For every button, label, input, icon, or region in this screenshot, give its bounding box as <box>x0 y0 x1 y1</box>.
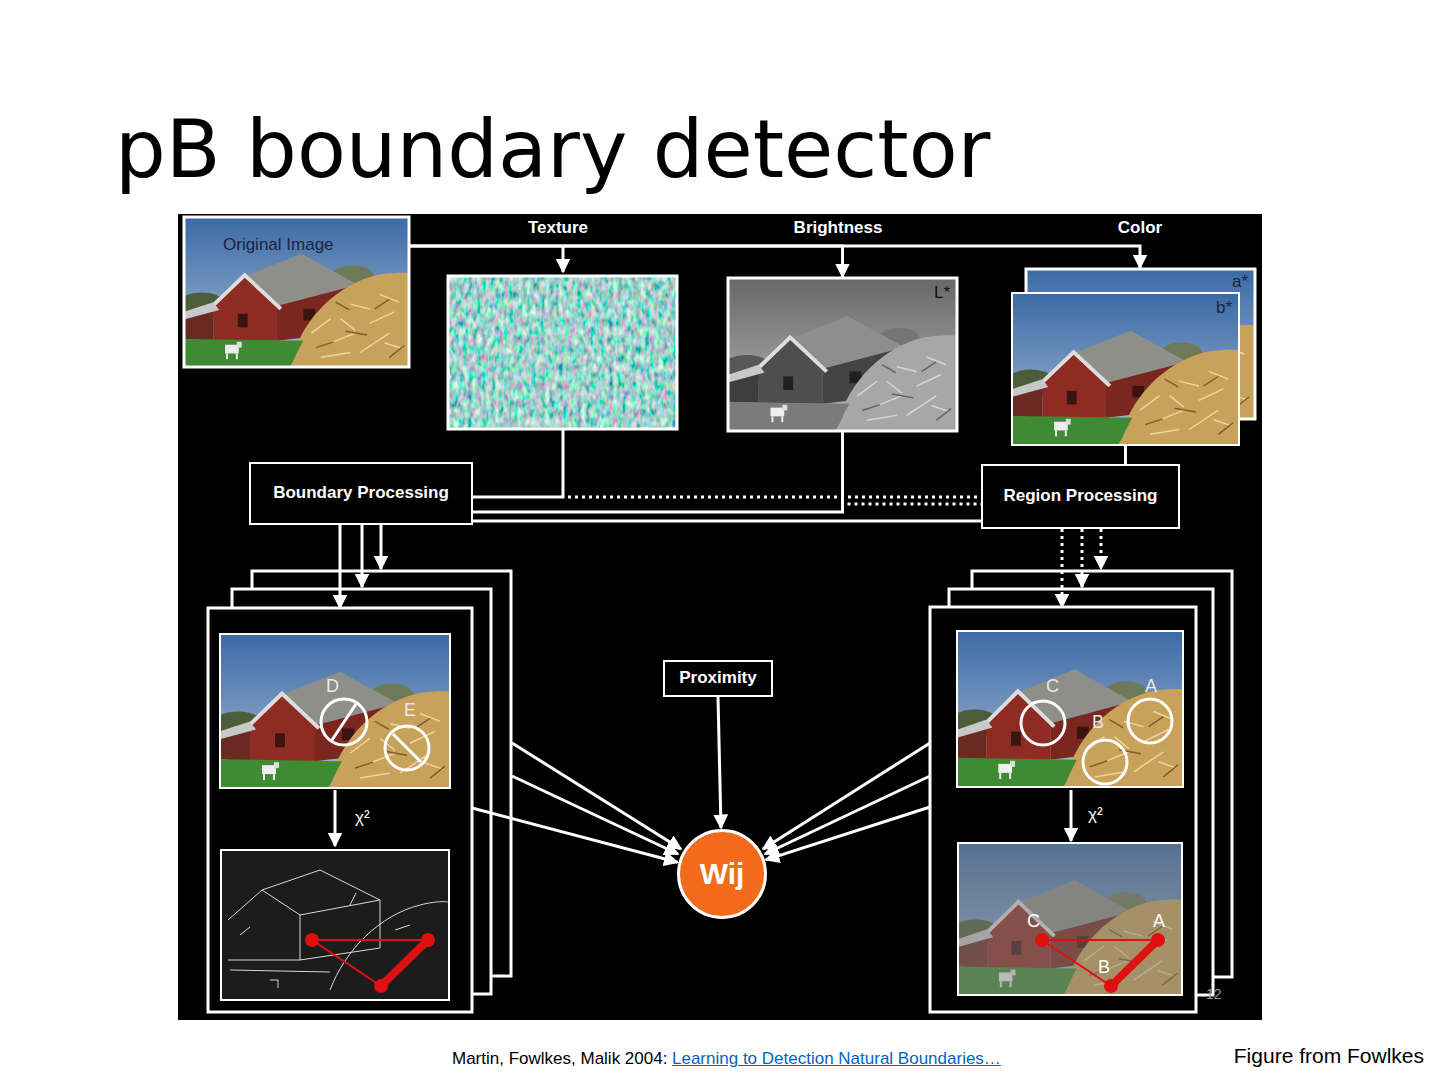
cue-panel: D Eχ² <box>208 608 472 1012</box>
connector <box>766 807 930 860</box>
process-box: Proximity <box>663 660 773 697</box>
process-box: Boundary Processing <box>249 462 473 525</box>
slide-title: pB boundary detector <box>115 104 990 196</box>
credit-text: Figure from Fowlkes <box>1234 1043 1424 1068</box>
affinity-label: Wij <box>700 856 745 892</box>
image-caption: Original Image <box>223 235 334 255</box>
connector <box>410 246 843 277</box>
edge-label: Brightness <box>791 218 886 238</box>
connector <box>1124 446 1127 464</box>
edge-label: Color <box>1115 218 1165 238</box>
citation-link: Learning to Detection Natural Boundaries… <box>672 1049 1001 1069</box>
connector <box>718 697 721 828</box>
affinity-circle: Wij <box>677 829 767 919</box>
cue-panel: C A Bχ² C A B <box>930 607 1196 1012</box>
box-label: Boundary Processing <box>273 483 449 503</box>
point-letter: E <box>404 700 416 721</box>
box-label: Proximity <box>679 668 756 688</box>
point-letter: C <box>1027 911 1040 932</box>
point-letter: A <box>1153 911 1165 932</box>
point-letter: B <box>1092 712 1104 733</box>
process-box: Region Processing <box>981 464 1180 529</box>
connector <box>473 520 981 523</box>
image-panel: L* <box>727 277 958 432</box>
page-number: 12 <box>1206 986 1222 1003</box>
chi-square-label: χ² <box>1088 805 1103 825</box>
channel-label: b* <box>1216 298 1232 318</box>
box-label: Region Processing <box>1004 486 1158 506</box>
point-letter: B <box>1098 957 1110 978</box>
channel-label: L* <box>934 283 950 303</box>
connector <box>410 246 1140 268</box>
point-letter: C <box>1046 676 1059 697</box>
chi-square-label: χ² <box>355 808 370 828</box>
image-panel: a* <box>1025 268 1256 420</box>
point-letter: D <box>326 676 339 697</box>
connector <box>339 525 342 608</box>
connector <box>472 808 678 862</box>
channel-label: a* <box>1232 272 1248 292</box>
dotted-connector <box>1061 529 1064 607</box>
connector <box>473 432 843 512</box>
image-panel: b* <box>1011 292 1240 446</box>
image-panel: Original Image <box>183 216 410 368</box>
cue-label: Texture <box>525 218 591 238</box>
citation-text: Martin, Fowlkes, Malik 2004: <box>452 1049 667 1069</box>
point-letter: A <box>1145 676 1157 697</box>
dotted-connector <box>843 432 982 504</box>
